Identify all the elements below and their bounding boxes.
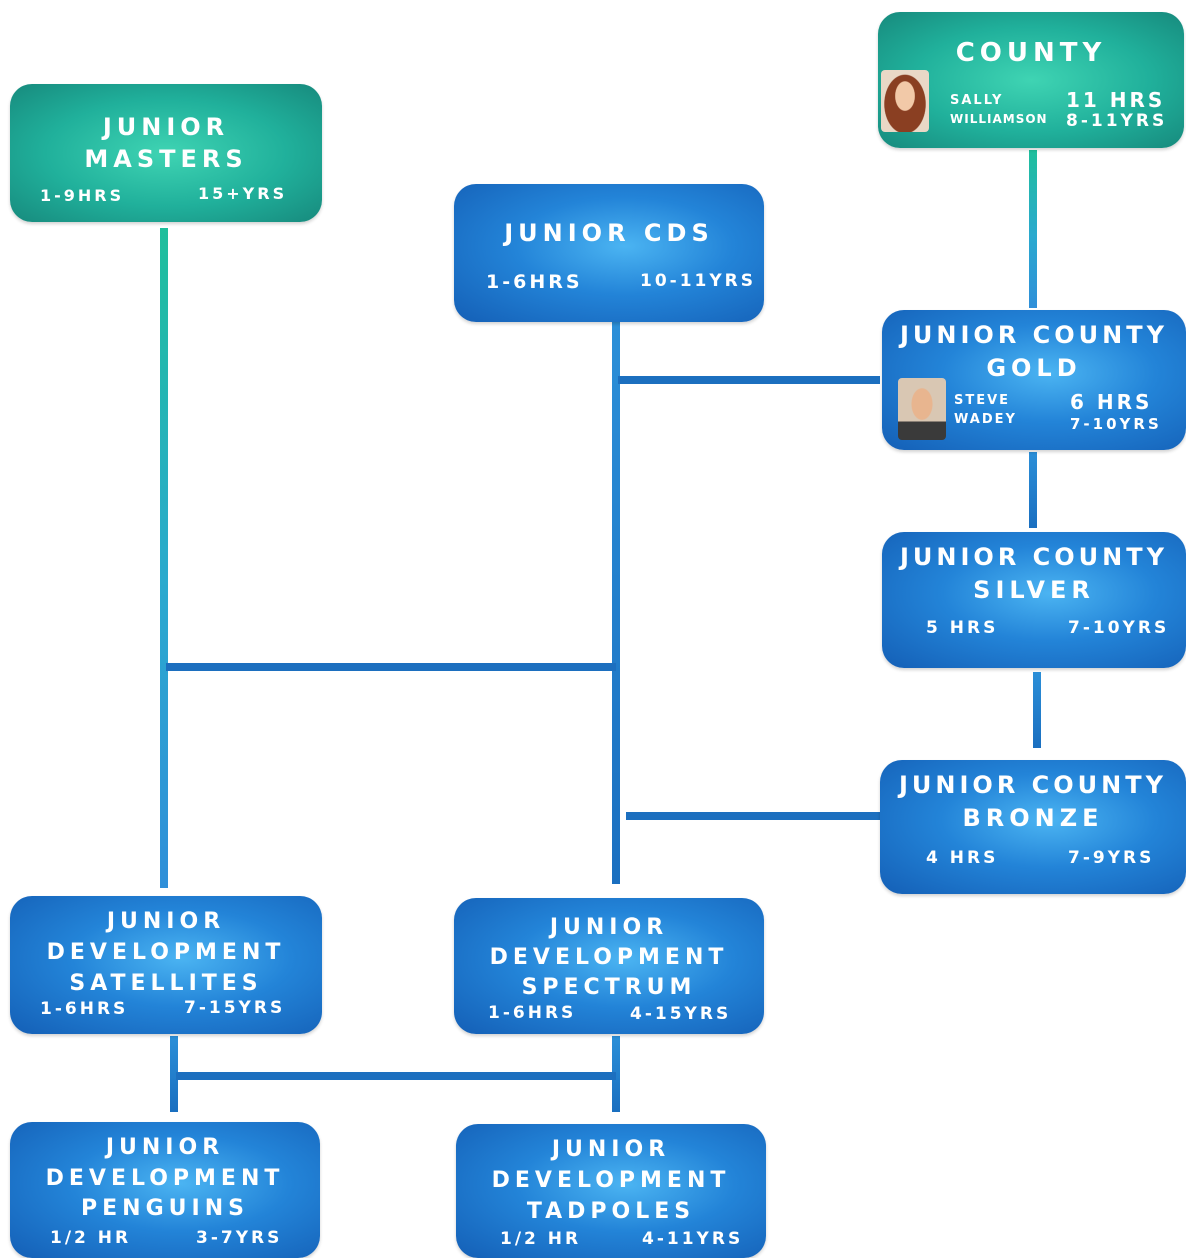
spectrum-title-2: DEVELOPMENT (489, 945, 729, 970)
junior-county-gold-box: JUNIOR COUNTY GOLD STEVE WADEY 6 HRS 7-1… (882, 310, 1186, 450)
junior-county-gold-title-2: GOLD (986, 354, 1082, 382)
junior-county-silver-box: JUNIOR COUNTY SILVER 5 HRS 7-10YRS (882, 532, 1186, 668)
satellites-hours: 1-6HRS (40, 999, 129, 1019)
county-title: COUNTY (955, 38, 1107, 68)
junior-masters-ages: 15+YRS (198, 184, 288, 203)
junior-masters-title-2: MASTERS (84, 145, 248, 173)
county-coach-last: WILLIAMSON (950, 112, 1048, 126)
county-box: COUNTY SALLY WILLIAMSON 11 HRS 8-11YRS (878, 12, 1184, 148)
spectrum-hours: 1-6HRS (488, 1003, 577, 1023)
tadpoles-ages: 4-11YRS (642, 1229, 744, 1249)
junior-county-gold-coach-last: WADEY (954, 412, 1017, 427)
county-hours: 11 HRS (1066, 88, 1166, 112)
junior-county-silver-title-2: SILVER (973, 576, 1095, 604)
junior-cds-title: JUNIOR CDS (504, 219, 714, 247)
satellites-title-2: DEVELOPMENT (46, 940, 286, 965)
junior-county-bronze-ages: 7-9YRS (1068, 848, 1155, 868)
junior-county-gold-title-1: JUNIOR COUNTY (899, 321, 1168, 349)
penguins-title-3: PENGUINS (81, 1196, 249, 1221)
tadpoles-title-2: DEVELOPMENT (491, 1168, 731, 1193)
penguins-title-1: JUNIOR (105, 1135, 225, 1160)
connector-spectrum-down (612, 1036, 620, 1112)
connector-masters-to-cds (166, 663, 616, 671)
penguins-ages: 3-7YRS (196, 1228, 283, 1248)
penguins-title-2: DEVELOPMENT (45, 1166, 285, 1191)
avatar-steve-wadey (898, 378, 946, 440)
junior-development-tadpoles-box: JUNIOR DEVELOPMENT TADPOLES 1/2 HR 4-11Y… (456, 1124, 766, 1258)
tadpoles-title-1: JUNIOR (551, 1137, 671, 1162)
junior-county-bronze-title-1: JUNIOR COUNTY (898, 771, 1167, 799)
connector-county-to-gold (1029, 150, 1037, 308)
county-ages: 8-11YRS (1066, 111, 1168, 131)
satellites-title-1: JUNIOR (106, 909, 226, 934)
junior-cds-hours: 1-6HRS (486, 271, 583, 293)
county-coach-first: SALLY (950, 93, 1004, 108)
connector-cds-to-bronze (626, 812, 880, 820)
junior-county-silver-ages: 7-10YRS (1068, 618, 1170, 638)
connector-cds-to-gold (618, 376, 880, 384)
junior-masters-box: JUNIOR MASTERS 1-9HRS 15+YRS (10, 84, 322, 222)
junior-development-satellites-box: JUNIOR DEVELOPMENT SATELLITES 1-6HRS 7-1… (10, 896, 322, 1034)
connector-gold-to-silver (1029, 452, 1037, 528)
junior-county-bronze-hours: 4 HRS (926, 848, 999, 868)
junior-cds-ages: 10-11YRS (640, 271, 757, 291)
avatar-sally-williamson (881, 70, 929, 132)
junior-county-gold-ages: 7-10YRS (1070, 415, 1162, 433)
junior-county-gold-coach-first: STEVE (954, 393, 1011, 408)
junior-county-silver-title-1: JUNIOR COUNTY (899, 543, 1168, 571)
junior-county-silver-hours: 5 HRS (926, 618, 999, 638)
connector-masters-down (160, 228, 168, 888)
junior-masters-title-1: JUNIOR (102, 113, 230, 141)
junior-county-bronze-box: JUNIOR COUNTY BRONZE 4 HRS 7-9YRS (880, 760, 1186, 894)
spectrum-ages: 4-15YRS (630, 1004, 732, 1024)
satellites-title-3: SATELLITES (69, 971, 263, 996)
connector-satellites-to-spectrum (176, 1072, 616, 1080)
junior-county-bronze-title-2: BRONZE (962, 804, 1104, 832)
satellites-ages: 7-15YRS (184, 998, 286, 1018)
junior-masters-hours: 1-9HRS (40, 186, 125, 205)
penguins-hours: 1/2 HR (50, 1228, 132, 1248)
junior-county-gold-hours: 6 HRS (1070, 390, 1153, 414)
junior-cds-box: JUNIOR CDS 1-6HRS 10-11YRS (454, 184, 764, 322)
tadpoles-title-3: TADPOLES (526, 1199, 696, 1224)
connector-satellites-down (170, 1036, 178, 1112)
tadpoles-hours: 1/2 HR (500, 1229, 582, 1249)
connector-silver-to-bronze (1033, 672, 1041, 748)
spectrum-title-3: SPECTRUM (521, 975, 697, 1000)
junior-development-spectrum-box: JUNIOR DEVELOPMENT SPECTRUM 1-6HRS 4-15Y… (454, 898, 764, 1034)
spectrum-title-1: JUNIOR (549, 915, 669, 940)
connector-cds-down (612, 322, 620, 884)
junior-development-penguins-box: JUNIOR DEVELOPMENT PENGUINS 1/2 HR 3-7YR… (10, 1122, 320, 1258)
